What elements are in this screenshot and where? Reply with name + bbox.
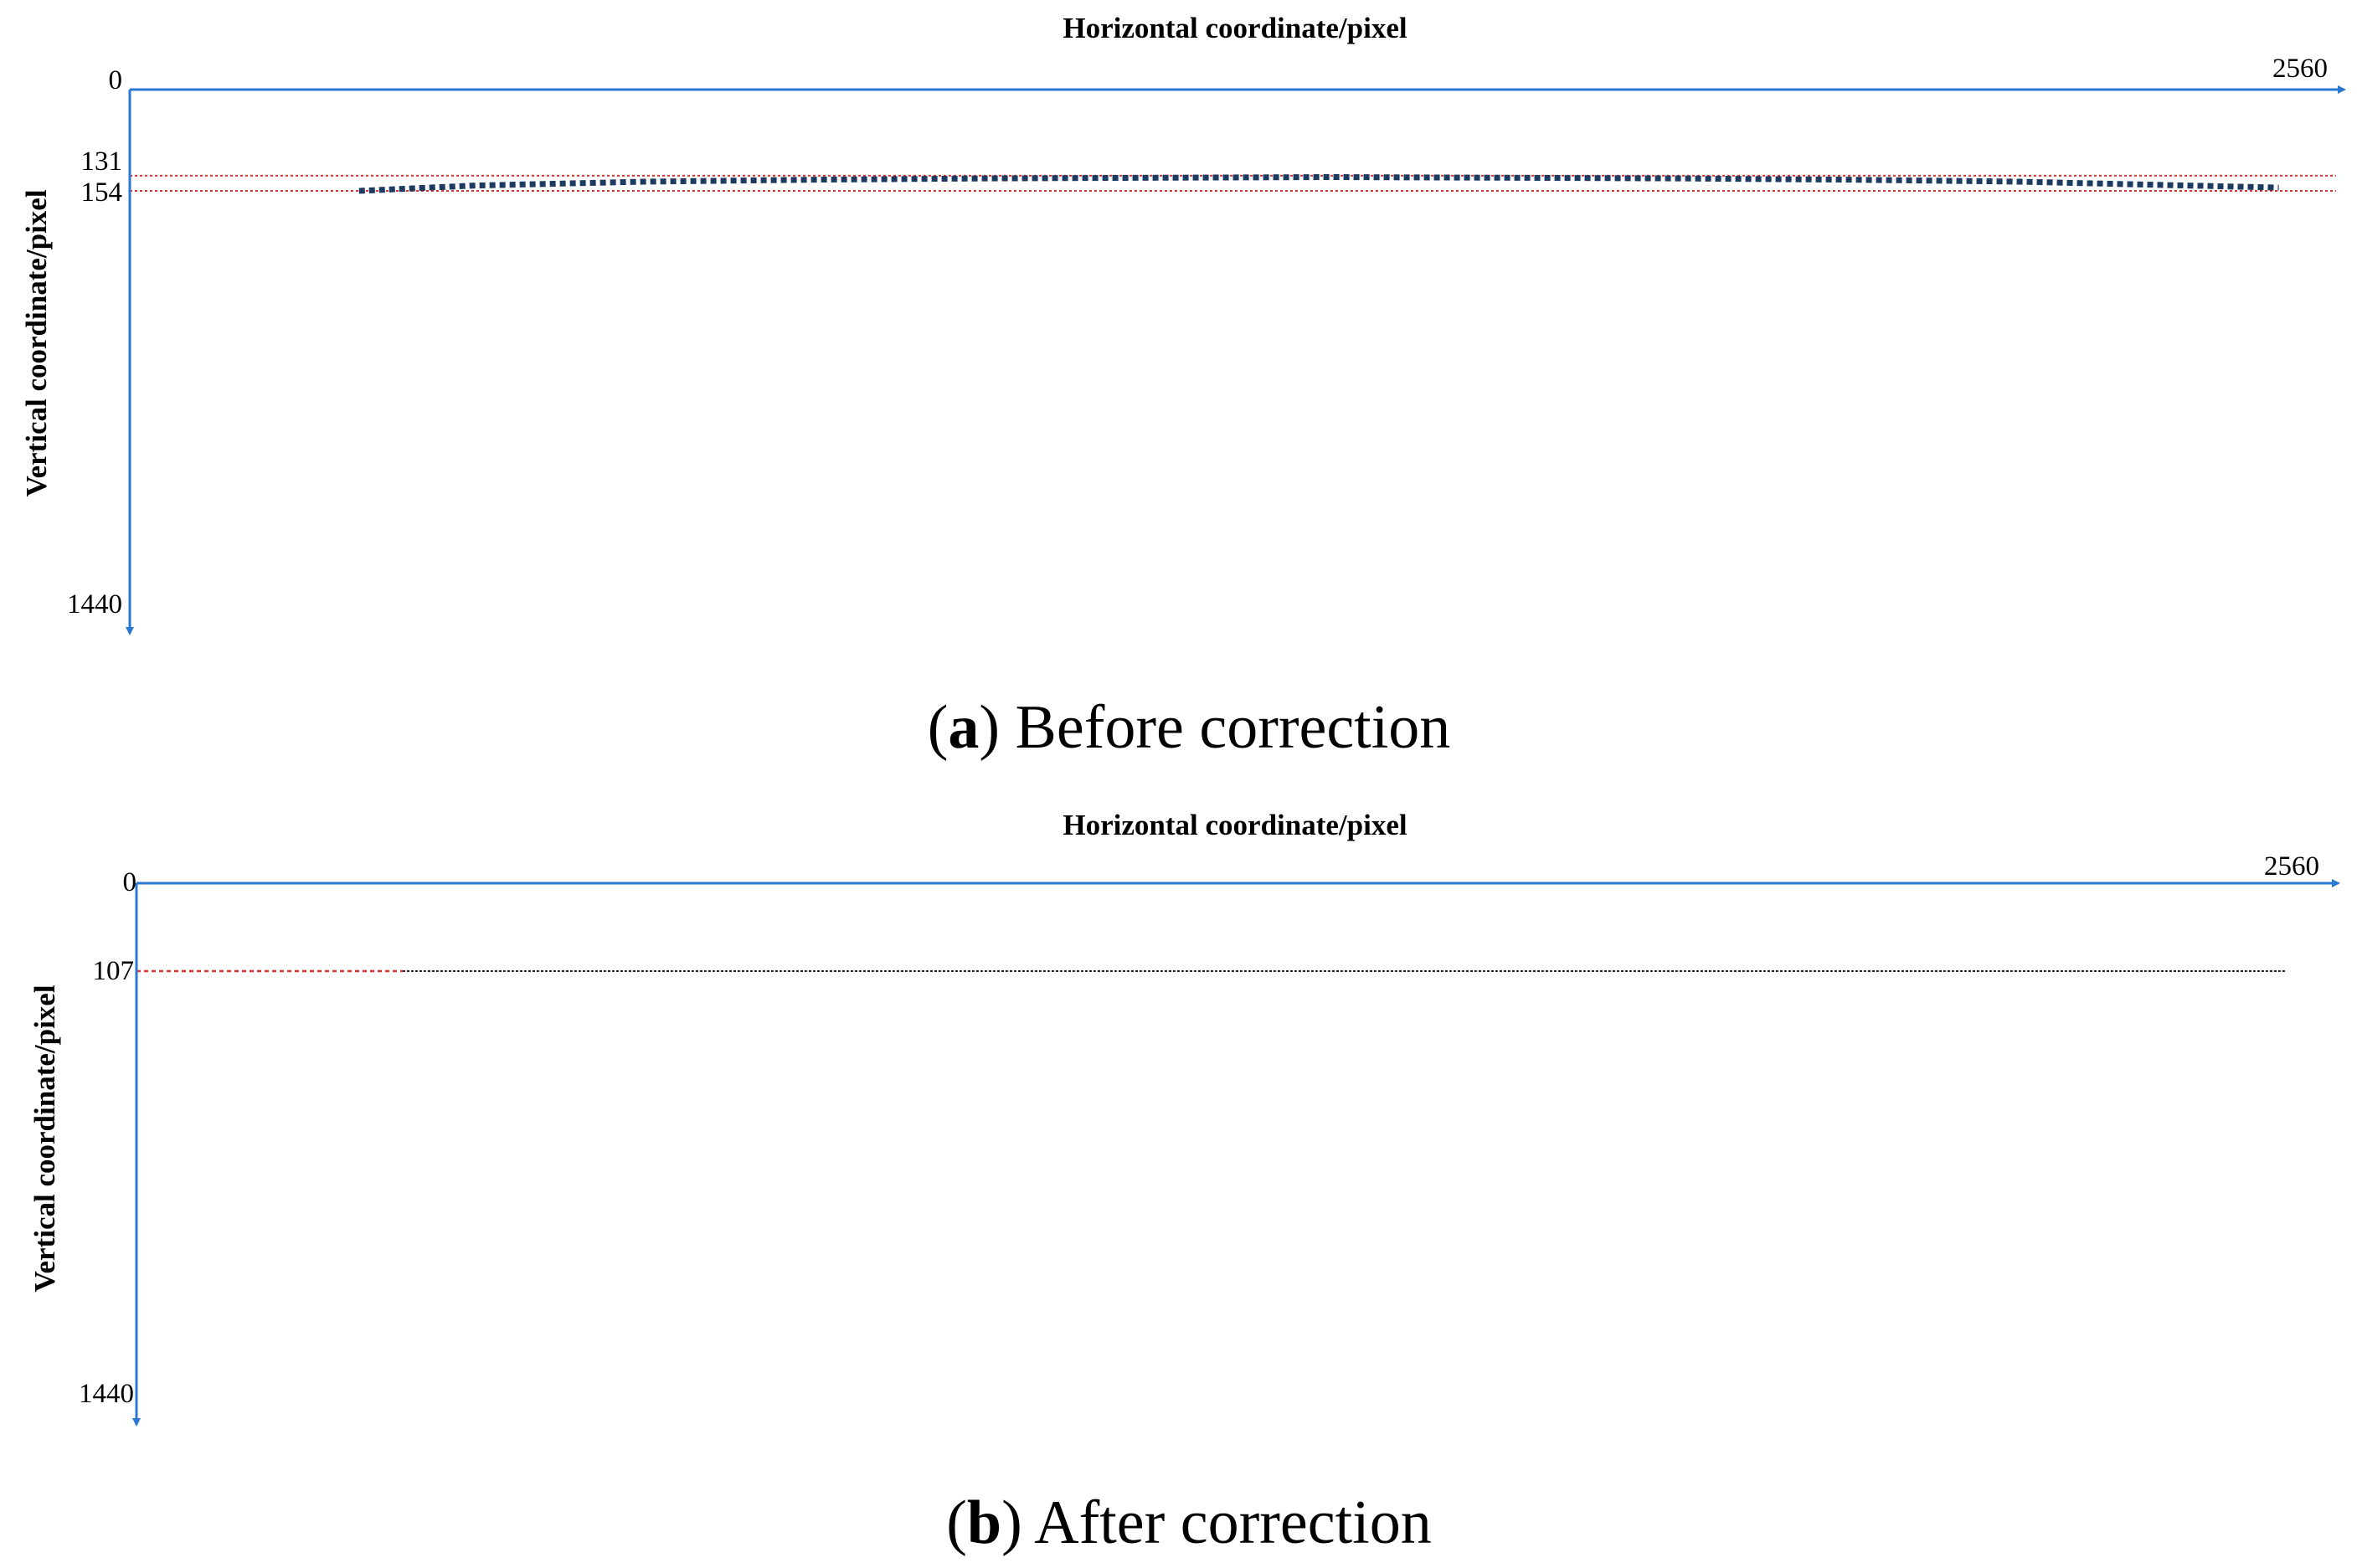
panel-a-series	[358, 173, 2279, 194]
panel-b-x-axis-title: Horizontal coordinate/pixel	[1063, 809, 1407, 841]
panel-a-series-line-0	[358, 173, 2279, 194]
panel-a-y-axis-title: Vertical coordinate/pixel	[20, 189, 53, 496]
panel-a-y-tick-131: 131	[81, 147, 123, 177]
panel-a-x-tick-0: 0	[109, 65, 123, 95]
panel-a-x-tick-2560: 2560	[2272, 54, 2328, 84]
panel-a-caption-label: a	[948, 693, 979, 762]
panel-b-chart: Horizontal coordinate/pixel Vertical coo…	[28, 809, 2340, 1557]
panel-b-y-tick-1440: 1440	[79, 1379, 134, 1409]
panel-a-caption: (a) Before correction	[928, 693, 1451, 762]
panel-b-caption: (b) After correction	[946, 1488, 1431, 1557]
panel-a-caption-text: Before correction	[1016, 693, 1451, 762]
panel-a-x-axis-title: Horizontal coordinate/pixel	[1063, 12, 1407, 44]
panel-a-reference-lines	[130, 174, 2336, 192]
panel-b-x-tick-2560: 2560	[2264, 851, 2319, 882]
panel-b-x-tick-0: 0	[123, 867, 137, 897]
panel-a-y-tick-1440: 1440	[67, 589, 122, 619]
panel-b-y-axis-title: Vertical coordinate/pixel	[28, 984, 61, 1292]
panel-a-chart: Horizontal coordinate/pixel Vertical coo…	[20, 12, 2346, 762]
panel-b-caption-text: After correction	[1034, 1488, 1432, 1557]
panel-b-y-tick-107: 107	[93, 956, 135, 986]
panel-a-y-tick-154: 154	[81, 177, 123, 208]
panel-b-caption-label: b	[967, 1488, 1001, 1557]
